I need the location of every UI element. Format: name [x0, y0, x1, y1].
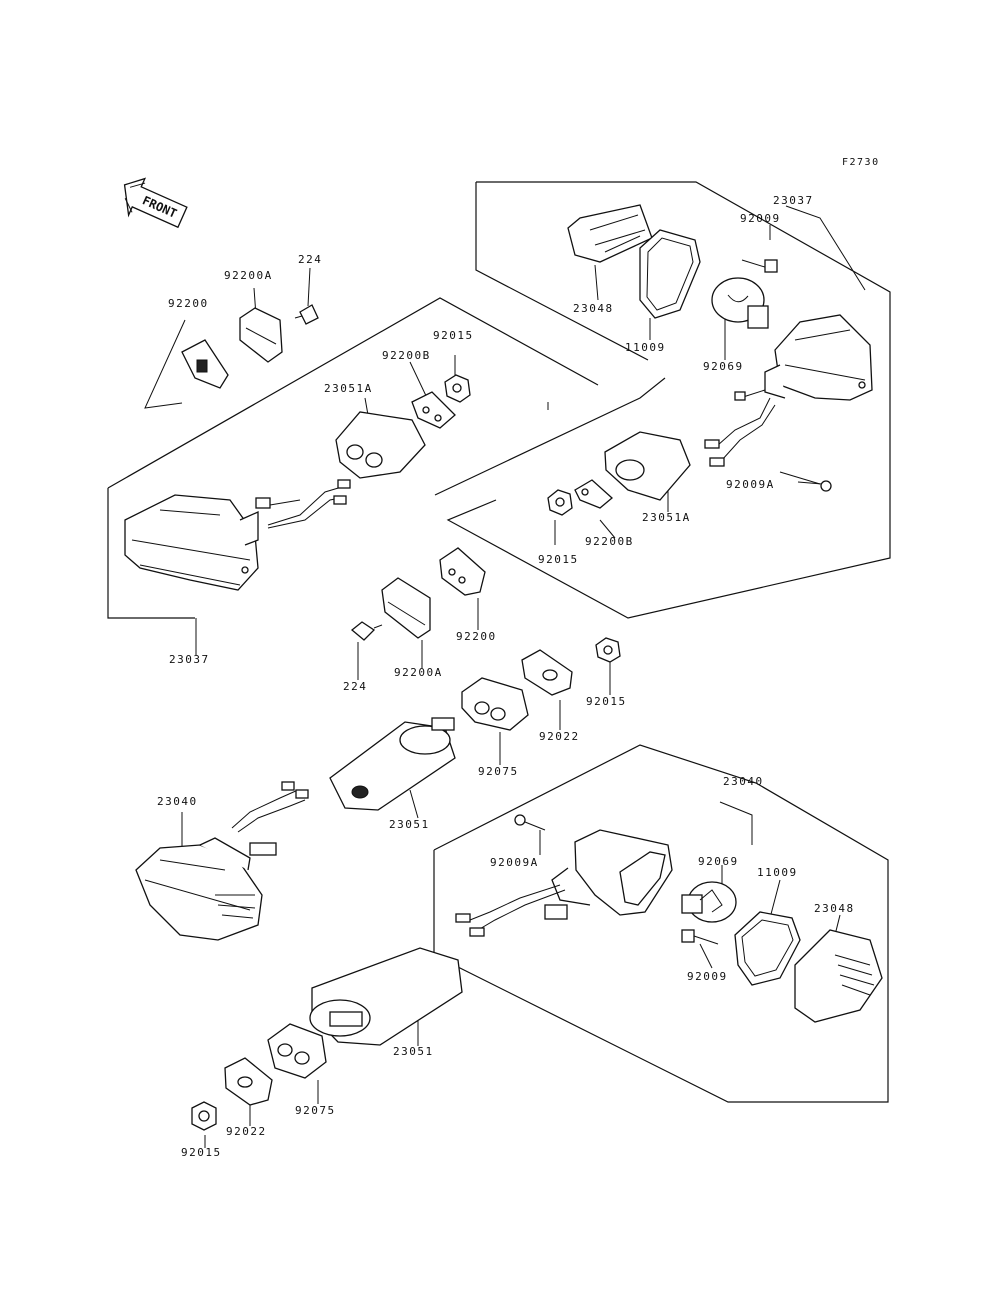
label-92200B-right: 92200B	[585, 535, 634, 548]
lens-23048-bot	[794, 929, 883, 1023]
grommet-23051-lower	[309, 947, 463, 1046]
label-92009-top: 92009	[740, 212, 781, 225]
bulb-92069-bot	[681, 881, 737, 923]
signal-housing-23037-right	[704, 314, 873, 467]
label-92200A-mid: 92200A	[394, 666, 443, 679]
plate-92022-mid	[521, 649, 573, 696]
grommet-92075-bot	[267, 1023, 327, 1079]
plate-92200-mid	[439, 547, 486, 596]
signal-housing-23040-right	[455, 829, 673, 937]
leader-lines	[144, 205, 866, 1148]
assembly-outline-rear-right	[433, 744, 889, 1103]
label-92015-left: 92015	[433, 329, 474, 342]
label-23051A-left: 23051A	[324, 382, 373, 395]
bracket-92200A-mid	[381, 577, 431, 639]
label-23051-lower: 23051	[393, 1045, 434, 1058]
nut-92015-bot	[191, 1101, 217, 1131]
label-92015-right: 92015	[538, 553, 579, 566]
label-92009-bot: 92009	[687, 970, 728, 983]
screw-92009A-top	[779, 471, 832, 492]
plate-92200B-right	[574, 479, 613, 509]
plate-92022-bot	[224, 1057, 273, 1106]
screw-224-mid	[350, 621, 383, 641]
label-224-top: 224	[298, 253, 323, 266]
label-224-mid: 224	[343, 680, 368, 693]
screw-92009-top	[741, 259, 778, 273]
assembly-outline-front-left	[107, 297, 666, 619]
label-23048-top: 23048	[573, 302, 614, 315]
grommet-23051-upper	[329, 717, 456, 811]
label-92022-bot: 92022	[226, 1125, 267, 1138]
figure-code: F2730	[842, 157, 880, 168]
label-23037-top: 23037	[773, 194, 814, 207]
gasket-11009-top	[639, 229, 701, 319]
gasket-11009-bot	[734, 911, 801, 986]
bulb-92069-top	[711, 277, 769, 329]
screw-92009A-bot	[514, 814, 546, 831]
grommet-23051A-right	[604, 431, 691, 501]
grommet-92075-mid	[461, 677, 529, 731]
label-92069-top: 92069	[703, 360, 744, 373]
grommet-23051A-left	[335, 411, 426, 479]
label-92075-mid: 92075	[478, 765, 519, 778]
label-92009A-bot: 92009A	[490, 856, 539, 869]
label-23037-left: 23037	[169, 653, 210, 666]
nut-92015-right	[547, 489, 573, 516]
label-23051-upper: 23051	[389, 818, 430, 831]
label-23040-left: 23040	[157, 795, 198, 808]
plate-92200-top	[181, 339, 229, 389]
label-23040-right: 23040	[723, 775, 764, 788]
label-92069-bot: 92069	[698, 855, 739, 868]
label-23051A-right: 23051A	[642, 511, 691, 524]
plate-92200B-left	[411, 391, 456, 429]
label-92200A-top: 92200A	[224, 269, 273, 282]
label-92015-mid: 92015	[586, 695, 627, 708]
label-11009-bot: 11009	[757, 866, 798, 879]
label-92022-mid: 92022	[539, 730, 580, 743]
nut-92015-mid	[595, 637, 621, 663]
front-arrow-icon: FRONT	[123, 177, 188, 229]
assembly-outline-front-right	[446, 181, 891, 619]
screw-224-top	[294, 304, 319, 325]
label-92015-bot: 92015	[181, 1146, 222, 1159]
label-92009A-top: 92009A	[726, 478, 775, 491]
nut-92015-left	[444, 374, 471, 403]
label-92200B-left: 92200B	[382, 349, 431, 362]
label-92075-bot: 92075	[295, 1104, 336, 1117]
label-92200-top: 92200	[168, 297, 209, 310]
label-23048-bot: 23048	[814, 902, 855, 915]
label-11009-top: 11009	[625, 341, 666, 354]
signal-housing-23037-left	[124, 479, 351, 591]
signal-housing-23040-left	[135, 781, 309, 941]
screw-92009-bot	[681, 929, 719, 945]
bracket-92200A-top	[239, 307, 283, 363]
label-92200-mid: 92200	[456, 630, 497, 643]
